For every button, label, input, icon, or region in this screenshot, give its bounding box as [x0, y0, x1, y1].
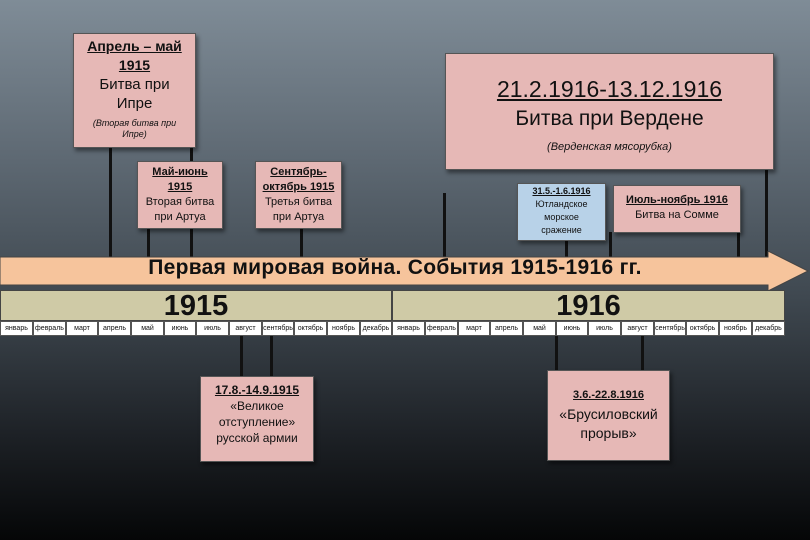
month-1915-07: июль — [196, 321, 229, 336]
connector-brusilov-right — [641, 336, 644, 372]
connector-retreat-right — [270, 336, 273, 378]
event-verdun-date: 21.2.1916-13.12.1916 — [496, 76, 723, 102]
month-1916-03: март — [458, 321, 490, 336]
month-1916-05: май — [523, 321, 556, 336]
timeline-arrow — [0, 251, 810, 291]
month-1916-01: январь — [392, 321, 425, 336]
event-jutland-date: 31.5.-1.6.1916 — [532, 186, 591, 196]
event-ypres-name: Битва при Ипре — [99, 76, 170, 112]
timeline-title: Первая мировая война. События 1915-1916 … — [148, 256, 642, 279]
connector-verdun-right — [765, 170, 768, 258]
event-artois2-date: Май-июнь 1915 — [152, 166, 208, 193]
event-somme-name: Битва на Сомме — [635, 209, 719, 221]
event-brusilov-name: «Брусиловский прорыв» — [559, 406, 658, 441]
month-1915-03: март — [66, 321, 98, 336]
event-artois2: Май-июнь 1915 Вторая битва при Артуа — [137, 161, 223, 229]
event-brusilov: 3.6.-22.8.1916 «Брусиловский прорыв» — [547, 370, 670, 461]
month-1916-04: апрель — [490, 321, 523, 336]
month-1916-11: ноябрь — [719, 321, 752, 336]
event-ypres-sub: (Вторая битва при Ипре) — [92, 118, 177, 139]
event-verdun-sub: (Верденская мясорубка) — [547, 141, 672, 153]
month-1915-10: октябрь — [294, 321, 327, 336]
connector-retreat-left — [240, 336, 243, 378]
month-1916-08: август — [621, 321, 654, 336]
month-1916-07: июль — [588, 321, 621, 336]
event-somme-date: Июль-ноябрь 1916 — [626, 194, 728, 206]
month-1915-01: январь — [0, 321, 33, 336]
month-1915-11: ноябрь — [327, 321, 360, 336]
event-verdun-name: Битва при Вердене — [515, 107, 704, 130]
event-artois3: Сентябрь-октябрь 1915 Третья битва при А… — [255, 161, 342, 229]
event-retreat-date: 17.8.-14.9.1915 — [214, 383, 300, 397]
connector-artois3 — [300, 228, 303, 258]
connector-artois2 — [147, 228, 150, 258]
event-brusilov-date: 3.6.-22.8.1916 — [573, 389, 644, 401]
year-band-1915: 1915 — [0, 290, 392, 321]
month-1915-08: август — [229, 321, 262, 336]
month-1915-05: май — [131, 321, 164, 336]
month-1915-02: февраль — [33, 321, 66, 336]
event-artois2-name: Вторая битва при Артуа — [145, 196, 215, 223]
connector-somme-left — [609, 232, 612, 258]
month-1915-09: сентябрь — [262, 321, 294, 336]
connector-verdun-left — [443, 193, 446, 258]
month-1916-09: сентябрь — [654, 321, 686, 336]
year-band-1916: 1916 — [392, 290, 785, 321]
month-1916-06: июнь — [556, 321, 588, 336]
month-1915-04: апрель — [98, 321, 131, 336]
connector-somme-right — [737, 232, 740, 258]
connector-brusilov-left — [555, 336, 558, 372]
month-1916-10: октябрь — [686, 321, 719, 336]
event-jutland-name: Ютландское морское сражение — [535, 199, 588, 235]
event-jutland: 31.5.-1.6.1916 Ютландское морское сражен… — [517, 183, 606, 241]
month-1915-12: декабрь — [360, 321, 392, 336]
event-ypres: Апрель – май 1915 Битва при Ипре (Вторая… — [73, 33, 196, 148]
event-ypres-date: Апрель – май 1915 — [87, 38, 182, 73]
connector-jutland — [565, 240, 568, 258]
event-artois3-date: Сентябрь-октябрь 1915 — [262, 166, 335, 193]
event-somme: Июль-ноябрь 1916 Битва на Сомме — [613, 185, 741, 233]
month-1916-02: февраль — [425, 321, 458, 336]
event-retreat: 17.8.-14.9.1915 «Великое отступление» ру… — [200, 376, 314, 462]
month-1915-06: июнь — [164, 321, 196, 336]
event-retreat-name: «Великое отступление» русской армии — [216, 399, 298, 445]
month-1916-12: декабрь — [752, 321, 785, 336]
event-artois3-name: Третья битва при Артуа — [264, 196, 333, 223]
connector-ypres-left — [109, 148, 112, 258]
event-verdun: 21.2.1916-13.12.1916 Битва при Вердене (… — [445, 53, 774, 170]
